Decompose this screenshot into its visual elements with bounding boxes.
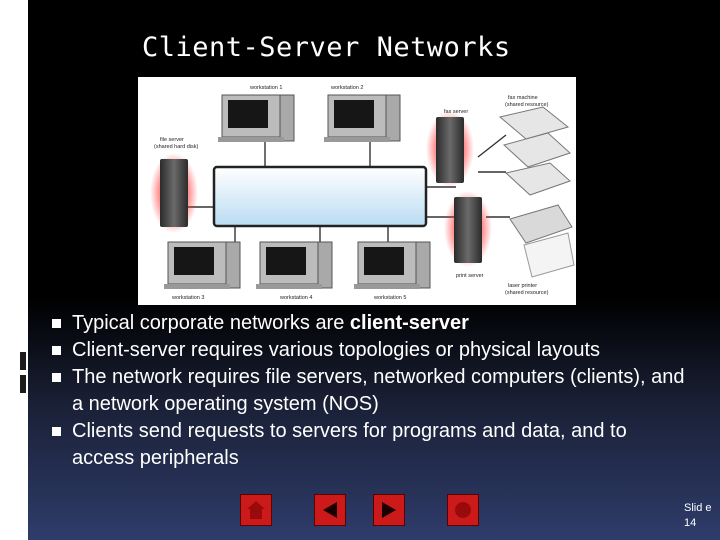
file-server-icon (150, 153, 198, 233)
next-slide-button[interactable] (373, 494, 405, 526)
network-diagram: workstation 1 workstation 2 workstation … (138, 77, 576, 305)
circle-icon (455, 502, 471, 518)
triangle-left-icon (323, 502, 337, 518)
end-show-button[interactable] (447, 494, 479, 526)
bullet-item: Clients send requests to servers for pro… (48, 418, 688, 472)
triangle-right-icon (382, 502, 396, 518)
label-workstation-5: workstation 5 (373, 295, 406, 301)
print-server-icon (444, 191, 492, 267)
network-diagram-svg: workstation 1 workstation 2 workstation … (150, 85, 575, 301)
fax-server-icon (426, 111, 474, 187)
page-title: Client-Server Networks (142, 32, 511, 63)
title-accent-bar (0, 62, 10, 78)
workstation-4-icon (256, 241, 333, 289)
bullet-item: Client-server requires various topologie… (48, 337, 688, 364)
label-workstation-2: workstation 2 (330, 85, 363, 91)
bullet-item: Typical corporate networks are client-se… (48, 310, 688, 337)
previous-slide-button[interactable] (314, 494, 346, 526)
label-workstation-4: workstation 4 (279, 295, 312, 301)
slide-number: Slid e 14 (684, 502, 712, 529)
label-fax-machine-sub: (shared resource) (505, 102, 549, 108)
label-laser-printer: laser printer (508, 283, 537, 289)
label-file-server: file server (160, 137, 184, 143)
label-print-server: print server (456, 273, 484, 279)
list-accent-bar (20, 352, 26, 370)
laser-printer-icon (509, 204, 575, 278)
title-accent-bar (14, 58, 22, 84)
label-file-server-sub: (shared hard disk) (154, 144, 198, 150)
label-workstation-1: workstation 1 (249, 85, 282, 91)
label-workstation-3: workstation 3 (171, 295, 204, 301)
label-fax-server: fax server (444, 109, 468, 115)
workstation-2-icon (324, 94, 401, 142)
home-icon (247, 501, 265, 519)
workstation-3-icon (164, 241, 241, 289)
bullet-list: Typical corporate networks are client-se… (48, 310, 688, 472)
workstation-1-icon (218, 94, 295, 142)
bullet-item: The network requires file servers, netwo… (48, 364, 688, 418)
workstation-5-icon (354, 241, 431, 289)
network-hub (212, 165, 428, 228)
list-accent-bar (20, 375, 26, 393)
fax-machine-icon (498, 106, 571, 196)
home-button[interactable] (240, 494, 272, 526)
left-sidebar (0, 0, 28, 540)
label-laser-printer-sub: (shared resource) (505, 290, 549, 296)
label-fax-machine: fax machine (508, 95, 538, 101)
